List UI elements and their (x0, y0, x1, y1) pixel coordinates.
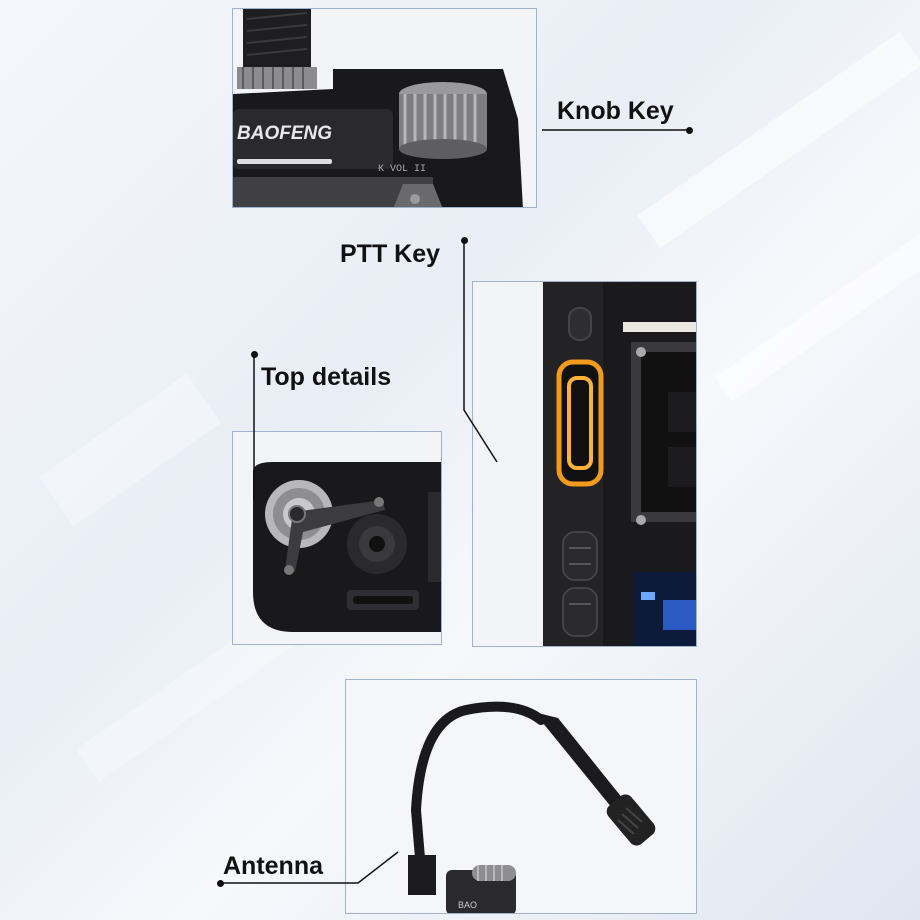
ptt-key-label: PTT Key (340, 240, 441, 268)
ptt-key-photo (473, 282, 696, 646)
background-streak (637, 31, 920, 249)
model-mark: K VOL II (378, 164, 426, 175)
knob-key-dot (686, 127, 693, 134)
knob-key-label: Knob Key (557, 97, 674, 125)
background-streak (714, 228, 920, 402)
background-streak (39, 373, 221, 527)
top-details-photo (233, 432, 441, 644)
ptt-key-panel (472, 281, 697, 647)
knob-key-photo: BAOFENG K VOL II (233, 9, 536, 207)
antenna-dot (217, 880, 224, 887)
top-details-panel (232, 431, 442, 645)
top-details-label: Top details (261, 363, 392, 391)
top-details-dot (251, 351, 258, 358)
svg-text:BAO: BAO (458, 900, 477, 910)
antenna-panel: BAO (345, 679, 697, 914)
ptt-key-dot (461, 237, 468, 244)
antenna-photo: BAO (346, 680, 696, 913)
knob-key-panel: BAOFENG K VOL II (232, 8, 537, 208)
antenna-label: Antenna (223, 852, 323, 880)
brand-logo: BAOFENG (237, 123, 332, 144)
